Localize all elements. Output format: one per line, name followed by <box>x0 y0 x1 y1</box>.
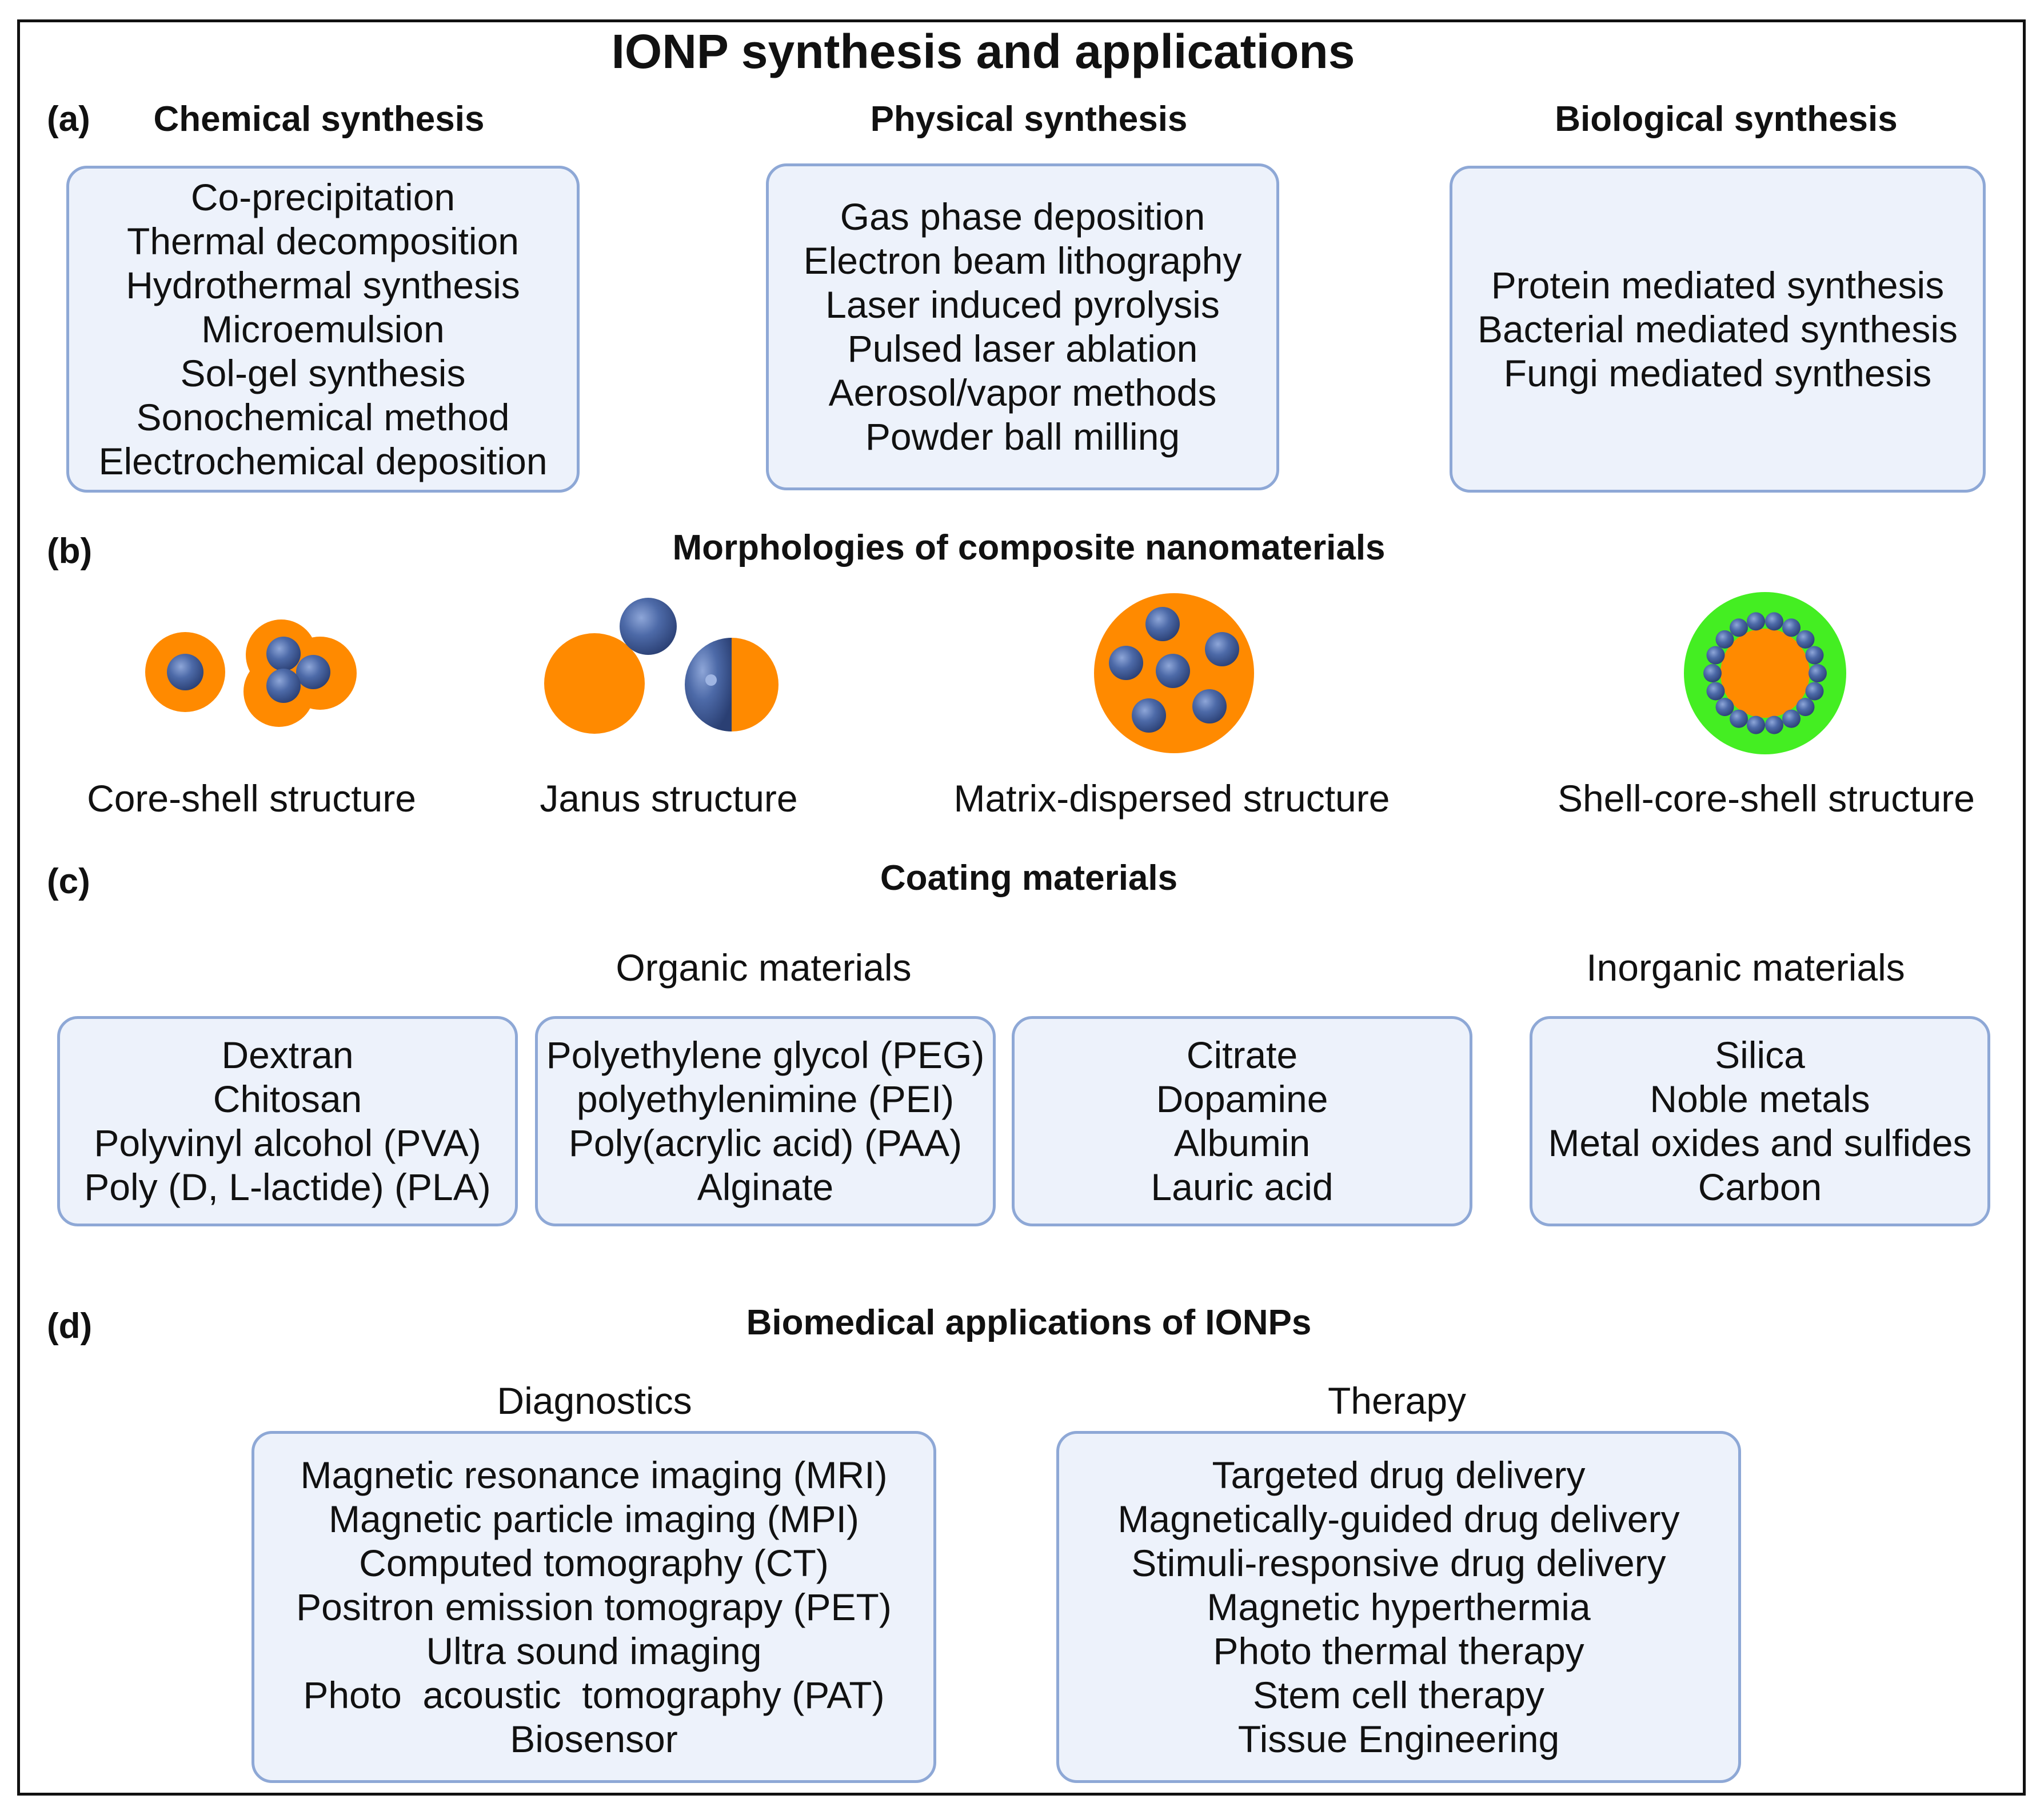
diagnostics-box: Magnetic resonance imaging (MRI) Magneti… <box>251 1431 936 1783</box>
list-item: Stimuli-responsive drug delivery <box>1131 1541 1666 1584</box>
list-item: Magnetic hyperthermia <box>1207 1585 1591 1628</box>
list-item: Electron beam lithography <box>803 239 1242 282</box>
list-item: Gas phase deposition <box>840 195 1205 238</box>
list-item: Microemulsion <box>201 307 445 350</box>
list-item: Bacterial mediated synthesis <box>1477 307 1958 350</box>
list-item: Sonochemical method <box>136 395 510 438</box>
organic-box-1: Dextran Chitosan Polyvinyl alcohol (PVA)… <box>57 1016 518 1226</box>
ring-sphere <box>1730 618 1748 637</box>
list-item: Magnetically-guided drug delivery <box>1117 1497 1680 1540</box>
therapy-box: Targeted drug delivery Magnetically-guid… <box>1056 1431 1741 1783</box>
list-item: Hydrothermal synthesis <box>126 263 520 306</box>
list-item: Laser induced pyrolysis <box>825 283 1220 326</box>
list-item: Powder ball milling <box>865 415 1180 458</box>
physical-synthesis-heading: Physical synthesis <box>870 99 1188 139</box>
ring-sphere <box>1715 630 1734 649</box>
list-item: Biosensor <box>510 1717 678 1760</box>
organic-materials-heading: Organic materials <box>616 946 912 989</box>
list-item: Metal oxides and sulfides <box>1548 1122 1972 1164</box>
ring-sphere <box>1765 715 1783 734</box>
shell-core-shell-illustration <box>1684 592 1846 754</box>
list-item: Poly (D, L-lactide) (PLA) <box>84 1166 491 1208</box>
list-item: Polyvinyl alcohol (PVA) <box>94 1122 481 1164</box>
list-item: Polyethylene glycol (PEG) <box>546 1034 985 1076</box>
list-item: Stem cell therapy <box>1253 1673 1544 1716</box>
list-item: Protein mediated synthesis <box>1491 263 1945 306</box>
list-item: Aerosol/vapor methods <box>828 371 1217 414</box>
list-item: Ultra sound imaging <box>426 1629 762 1672</box>
ring-sphere <box>1805 682 1824 701</box>
biological-synthesis-heading: Biological synthesis <box>1555 99 1898 139</box>
ring-sphere <box>1747 612 1765 631</box>
morphologies-heading: Morphologies of composite nanomaterials <box>672 528 1386 567</box>
list-item: Co-precipitation <box>190 175 456 218</box>
list-item: polyethylenimine (PEI) <box>576 1078 955 1120</box>
core-shell-label: Core-shell structure <box>87 777 416 819</box>
list-item: Alginate <box>697 1166 834 1208</box>
list-item: Computed tomography (CT) <box>359 1541 829 1584</box>
ring-sphere <box>1805 646 1824 665</box>
list-item: Poly(acrylic acid) (PAA) <box>568 1122 963 1164</box>
list-item: Silica <box>1715 1034 1805 1076</box>
diagnostics-heading: Diagnostics <box>497 1380 692 1422</box>
list-item: Lauric acid <box>1151 1166 1334 1208</box>
list-item: Electrochemical deposition <box>98 439 548 482</box>
ring-sphere <box>1796 630 1815 649</box>
list-item: Thermal decomposition <box>127 219 519 262</box>
ring-sphere <box>1715 698 1734 717</box>
ring-sphere <box>1730 709 1748 728</box>
ring-sphere <box>1782 709 1801 728</box>
section-a-label: (a) <box>47 99 90 139</box>
list-item: Noble metals <box>1650 1078 1870 1120</box>
list-item: Citrate <box>1186 1034 1298 1076</box>
list-item: Carbon <box>1698 1166 1822 1208</box>
section-c-label: (c) <box>47 862 90 901</box>
list-item: Targeted drug delivery <box>1212 1453 1586 1496</box>
ring-sphere <box>1796 698 1815 717</box>
list-item: Photo acoustic tomography (PAT) <box>303 1673 885 1716</box>
list-item: Magnetic resonance imaging (MRI) <box>300 1453 888 1496</box>
matrix-dispersed-label: Matrix-dispersed structure <box>953 777 1390 819</box>
section-d-label: (d) <box>47 1306 93 1346</box>
list-item: Sol-gel synthesis <box>180 351 466 394</box>
coating-materials-heading: Coating materials <box>880 858 1178 898</box>
sphere-ring <box>1703 612 1827 734</box>
therapy-heading: Therapy <box>1327 1380 1467 1422</box>
ring-sphere <box>1706 646 1725 665</box>
shell-core-shell-label: Shell-core-shell structure <box>1558 777 1975 819</box>
figure-title: IONP synthesis and applications <box>611 25 1355 78</box>
inorganic-materials-heading: Inorganic materials <box>1586 946 1905 989</box>
list-item: Fungi mediated synthesis <box>1503 351 1932 394</box>
figure-frame <box>17 19 2026 1796</box>
list-item: Albumin <box>1173 1122 1311 1164</box>
ring-sphere <box>1706 682 1725 701</box>
section-b-label: (b) <box>47 531 93 571</box>
janus-label: Janus structure <box>540 777 798 819</box>
matrix-dispersed-illustration <box>1094 593 1254 753</box>
inorganic-box: Silica Noble metals Metal oxides and sul… <box>1530 1016 1990 1226</box>
list-item: Tissue Engineering <box>1237 1717 1560 1760</box>
ring-sphere <box>1747 715 1765 734</box>
organic-box-3: Citrate Dopamine Albumin Lauric acid <box>1012 1016 1472 1226</box>
core-shell-illustration <box>145 619 357 727</box>
ring-sphere <box>1782 618 1801 637</box>
ring-sphere <box>1703 664 1722 682</box>
list-item: Chitosan <box>213 1078 362 1120</box>
biological-synthesis-box: Protein mediated synthesis Bacterial med… <box>1450 166 1986 493</box>
list-item: Photo thermal therapy <box>1213 1629 1584 1672</box>
ring-sphere <box>1809 664 1827 682</box>
list-item: Pulsed laser ablation <box>847 327 1198 370</box>
chemical-synthesis-box: Co-precipitation Thermal decomposition H… <box>66 166 580 493</box>
ring-sphere <box>1765 612 1783 631</box>
list-item: Dopamine <box>1156 1078 1328 1120</box>
janus-illustration <box>544 598 779 734</box>
chemical-synthesis-heading: Chemical synthesis <box>153 99 485 139</box>
physical-synthesis-box: Gas phase deposition Electron beam litho… <box>766 163 1279 490</box>
biomedical-applications-heading: Biomedical applications of IONPs <box>746 1303 1312 1342</box>
list-item: Dextran <box>221 1034 354 1076</box>
list-item: Magnetic particle imaging (MPI) <box>329 1497 859 1540</box>
list-item: Positron emission tomograpy (PET) <box>296 1585 892 1628</box>
organic-box-2: Polyethylene glycol (PEG) polyethylenimi… <box>535 1016 996 1226</box>
